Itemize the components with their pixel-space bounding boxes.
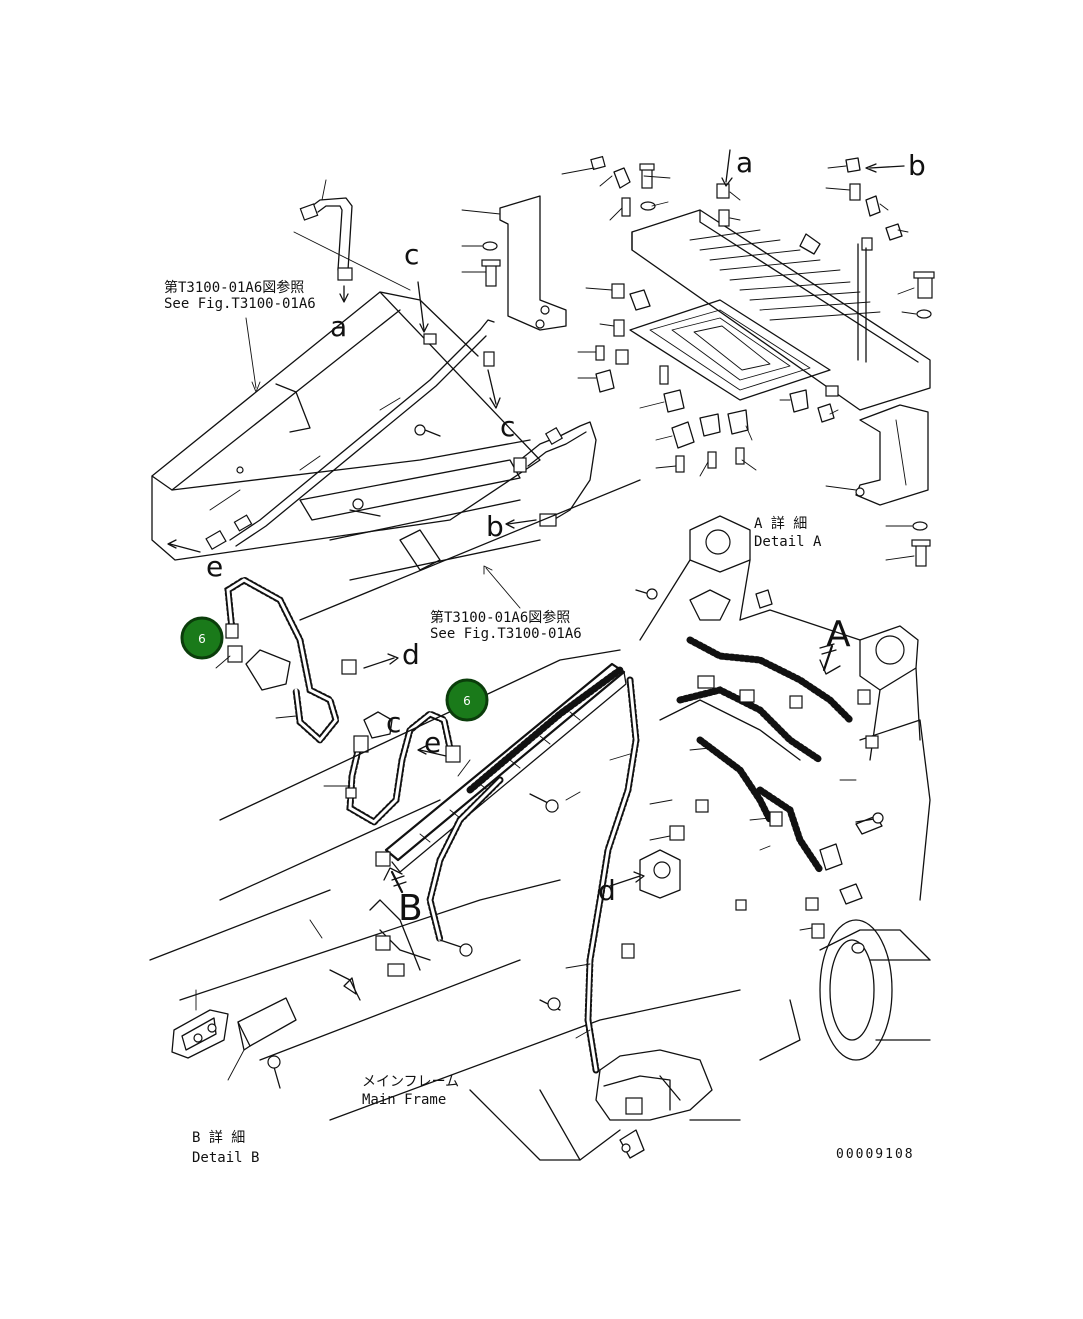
letter-d-right: d — [402, 638, 420, 671]
letter-e-mid: e — [424, 726, 441, 759]
letter-d-low: d — [598, 874, 616, 907]
ref-upper-jp: 第T3100-01A6図参照 — [164, 279, 304, 296]
main-frame-jp: メインフレーム — [362, 1074, 459, 1090]
letter-a-top: a — [736, 146, 753, 179]
letter-c-top: c — [404, 238, 419, 271]
letter-a-left: a — [330, 310, 347, 343]
letter-A-arrow: A — [826, 614, 851, 655]
left-hose-set: d — [215, 575, 420, 746]
ref-lower-en: See Fig.T3100-01A6 — [430, 626, 582, 642]
letter-b-top: b — [908, 149, 926, 182]
main-frame-assembly: B A — [149, 479, 931, 1161]
letter-c-low: c — [386, 706, 401, 739]
ref-upper-en: See Fig.T3100-01A6 — [164, 296, 316, 312]
main-frame-en: Main Frame — [362, 1092, 446, 1108]
middle-hose-set: c e — [323, 706, 471, 827]
detail-b-assembly: B 詳 細 Detail B — [171, 989, 297, 1166]
detail-a-en: Detail A — [754, 534, 822, 550]
detail-b-jp: B 詳 細 — [192, 1130, 245, 1146]
letter-e-left: e — [206, 550, 223, 583]
callout-badge-6-left[interactable]: 6 — [180, 616, 224, 660]
drawing-code: 00009108 — [836, 1147, 915, 1162]
badge-number: 6 — [463, 694, 471, 708]
letter-B-arrow: B — [398, 888, 423, 929]
badge-number: 6 — [198, 632, 206, 646]
letter-b-mid: b — [486, 510, 504, 543]
detail-b-en: Detail B — [192, 1150, 259, 1166]
letter-c-mid: c — [500, 410, 515, 443]
ref-lower-jp: 第T3100-01A6図参照 — [430, 609, 570, 626]
callout-badge-6-middle[interactable]: 6 — [445, 678, 489, 722]
upper-left-cover-assembly: a c c b e 第T3100-01A6図参照 See F — [151, 179, 597, 583]
detail-a-jp: A 詳 細 — [754, 516, 807, 532]
detail-a-assembly: a b — [461, 146, 935, 567]
